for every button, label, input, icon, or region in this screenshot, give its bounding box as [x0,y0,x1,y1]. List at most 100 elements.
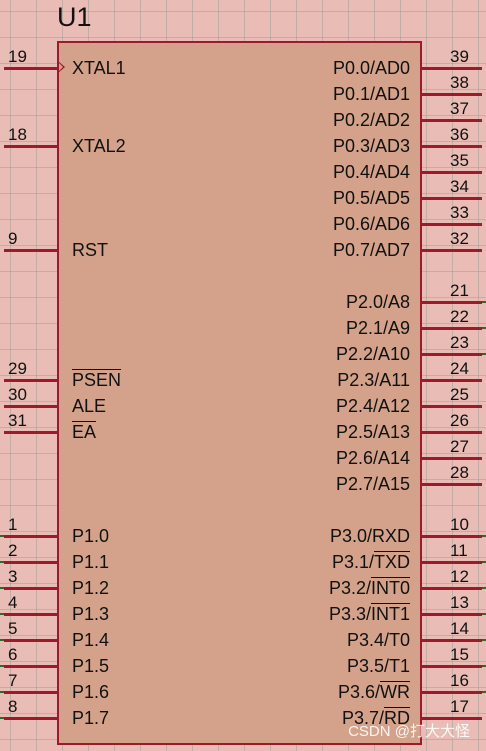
pin-line[interactable] [422,561,482,564]
pin-line[interactable] [422,639,482,642]
pin-number: 8 [8,697,18,716]
ic-body[interactable] [57,41,422,745]
pin-number: 6 [8,645,18,664]
pin-line[interactable] [422,483,482,486]
pin-line[interactable] [4,665,57,668]
pin-line[interactable] [4,145,57,148]
wire-stub [0,613,4,615]
pin-line[interactable] [4,67,57,70]
pin-line[interactable] [422,249,482,252]
wire-stub [482,327,486,329]
wire-stub [482,301,486,303]
pin-label: P3.7/RD [342,708,410,728]
pin-label: P3.2/INT0 [329,578,410,598]
pin-line[interactable] [4,379,57,382]
pin-line[interactable] [422,587,482,590]
pin-line[interactable] [4,405,57,408]
pin-label-text: P2.6/A14 [335,448,410,468]
pin-label-text: P3.5/T1 [346,656,410,676]
pin-number: 12 [450,567,469,586]
pin-line[interactable] [422,327,482,330]
pin-label-text: P0.4/AD4 [332,162,410,182]
pin-line[interactable] [4,639,57,642]
pin-line[interactable] [422,171,482,174]
pin-label: P0.5/AD5 [333,188,410,208]
pin-label: P1.3 [72,604,110,624]
wire-stub [482,535,486,537]
wire-stub [0,587,4,589]
pin-line[interactable] [4,249,57,252]
pin-line[interactable] [422,353,482,356]
pin-label-overbar: INT1 [370,604,410,624]
pin-label-text: P3.2/ [328,578,371,598]
pin-number: 38 [450,73,469,92]
wire-stub [482,587,486,589]
wire-stub [0,561,4,563]
pin-line[interactable] [422,691,482,694]
pin-label: P2.5/A13 [336,422,410,442]
pin-number: 11 [450,541,468,560]
pin-line[interactable] [422,457,482,460]
pin-line[interactable] [422,145,482,148]
pin-label-text: P0.0/AD0 [332,58,410,78]
pin-number: 31 [8,411,27,430]
pin-label-text: P0.6/AD6 [332,214,410,234]
pin-label-text: P3.0/RXD [329,526,410,546]
pin-line[interactable] [422,405,482,408]
pin-line[interactable] [422,535,482,538]
pin-label: EA [72,422,97,442]
pin-number: 13 [450,593,469,612]
pin-line[interactable] [422,197,482,200]
pin-label-overbar: INT0 [370,578,410,598]
pin-line[interactable] [422,379,482,382]
pin-label: XTAL1 [72,58,126,78]
wire-stub [0,535,4,537]
pin-line[interactable] [422,665,482,668]
pin-label: P2.6/A14 [336,448,410,468]
pin-label: P0.6/AD6 [333,214,410,234]
pin-label: P2.1/A9 [346,318,410,338]
pin-label: P3.6/WR [338,682,410,702]
pin-line[interactable] [4,717,57,720]
component-reference: U1 [57,2,92,32]
pin-number: 19 [8,47,27,66]
pin-label: P1.5 [72,656,110,676]
pin-line[interactable] [422,717,482,720]
pin-line[interactable] [4,691,57,694]
pin-label-overbar: TXD [374,552,410,572]
pin-label-text: P0.3/AD3 [332,136,410,156]
pin-label: P3.5/T1 [347,656,410,676]
pin-line[interactable] [4,561,57,564]
pin-number: 32 [450,229,469,248]
pin-number: 22 [450,307,469,326]
pin-label: P2.4/A12 [336,396,410,416]
wire-stub [482,639,486,641]
pin-line[interactable] [4,587,57,590]
pin-number: 16 [450,671,469,690]
pin-line[interactable] [4,535,57,538]
pin-label: P0.0/AD0 [333,58,410,78]
pin-label: P1.0 [72,526,110,546]
pin-line[interactable] [422,613,482,616]
pin-line[interactable] [422,93,482,96]
pin-number: 17 [450,697,469,716]
pin-label-text: P3.4/T0 [346,630,410,650]
pin-line[interactable] [422,301,482,304]
pin-number: 34 [450,177,469,196]
pin-label-text: P2.4/A12 [335,396,410,416]
pin-number: 24 [450,359,469,378]
pin-line[interactable] [422,67,482,70]
pin-label-text: P3.3/ [328,604,371,624]
pin-line[interactable] [422,119,482,122]
pin-number: 3 [8,567,18,586]
pin-number: 30 [8,385,27,404]
pin-line[interactable] [422,223,482,226]
pin-label-overbar: WR [380,682,410,702]
pin-number: 14 [450,619,469,638]
pin-label: P0.4/AD4 [333,162,410,182]
pin-number: 15 [450,645,469,664]
pin-line[interactable] [4,431,57,434]
pin-line[interactable] [422,431,482,434]
pin-label: P3.0/RXD [330,526,410,546]
pin-line[interactable] [4,613,57,616]
